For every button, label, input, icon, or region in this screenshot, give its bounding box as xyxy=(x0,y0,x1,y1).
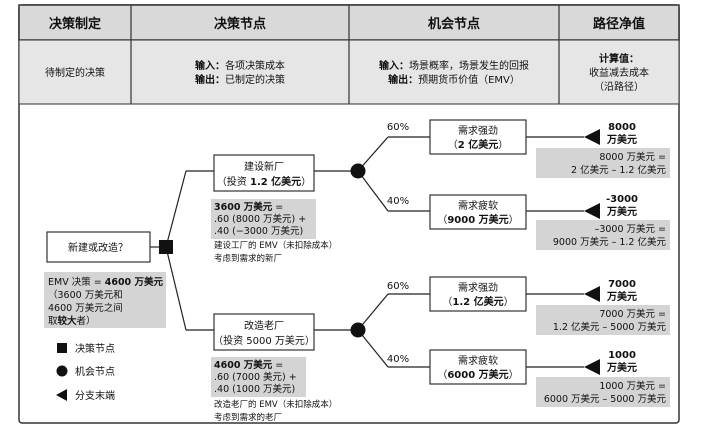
branch-new-plant-box xyxy=(213,154,315,192)
branch-end-triangle-icon xyxy=(584,129,600,145)
outcome-label: 需求强劲 xyxy=(458,282,498,294)
legend-triangle-icon xyxy=(56,389,67,401)
tree-connectors xyxy=(150,136,584,368)
net-calc-line2: 6000 万美元 – 5000 万美元 xyxy=(544,393,667,405)
branch-renovate-calc2: .40 (1000 万美元) xyxy=(214,383,295,395)
branch-renovate-emv: 4600 万美元 = xyxy=(214,359,283,371)
branch-renovate-note2: 考虑到需求的老厂 xyxy=(214,412,282,423)
header-decision-node: 决策节点 xyxy=(214,16,266,32)
branch-renovate-emv-box xyxy=(211,357,306,397)
net-value: 7000 xyxy=(608,279,636,290)
outcome-value: （1.2 亿美元） xyxy=(442,295,513,308)
root-emv-line1: EMV 决策 = 4600 万美元 xyxy=(48,276,163,288)
branch-new-plant-note1: 建设工厂的 EMV（未扣除成本） xyxy=(214,240,337,251)
net-calc-line1: 8000 万美元 = xyxy=(599,151,666,163)
legend-circle-icon xyxy=(56,365,68,377)
outcome-box xyxy=(429,276,527,312)
net-value: -3000 xyxy=(606,194,638,205)
net-calc-box xyxy=(536,148,670,178)
root-decision-label: 新建或改造？ xyxy=(68,241,128,254)
outcome-box xyxy=(429,119,527,155)
chance-node-circle-icon xyxy=(350,322,366,338)
outcome-box xyxy=(429,349,527,385)
outcome-label: 需求强劲 xyxy=(458,125,498,137)
net-calc-line1: 7000 万美元 = xyxy=(599,308,666,320)
chance-node-circle-icon xyxy=(350,163,366,179)
desc-decision-node-output: 输出：已制定的决策 xyxy=(195,73,285,86)
net-calc-line2: 1.2 亿美元 – 5000 万美元 xyxy=(553,321,667,333)
branch-renovate-investment: （投资 5000 万美元） xyxy=(213,334,315,347)
branch-end-triangle-icon xyxy=(584,286,600,302)
branch-renovate-box xyxy=(213,313,315,351)
net-calc-line1: 1000 万美元 = xyxy=(599,380,666,392)
net-calc-box xyxy=(536,305,670,335)
desc-chance-node-input: 输入：场景概率，场景发生的回报 xyxy=(379,59,529,72)
branch-renovate-label: 改造老厂 xyxy=(244,319,284,332)
legend-label: 决策节点 xyxy=(75,342,115,355)
branch-new-plant-calc2: .40 (−3000 万美元) xyxy=(214,225,303,237)
branch-new-plant-emv: 3600 万美元 = xyxy=(214,201,283,213)
branch-renovate-note1: 改造老厂的 EMV（未扣除成本） xyxy=(214,399,337,410)
branch-new-plant-investment: （投资 1.2 亿美元） xyxy=(217,175,311,188)
header-path-value: 路径净值 xyxy=(593,16,645,32)
root-emv-line3: 4600 万美元之间 xyxy=(48,302,123,314)
desc-path-value-line1: 收益减去成本 xyxy=(589,66,649,79)
net-calc-line2: 9000 万美元 – 1.2 亿美元 xyxy=(553,236,667,248)
decision-node-square-icon xyxy=(159,240,173,254)
legend-square-icon xyxy=(57,343,67,353)
prob-label: 60% xyxy=(387,122,409,133)
prob-label: 40% xyxy=(387,196,409,207)
outcome-value: （6000 万美元） xyxy=(437,368,518,381)
outcome-value: （9000 万美元） xyxy=(437,213,518,226)
legend: 决策节点 机会节点 分支末端 xyxy=(56,342,115,402)
net-value-unit: 万美元 xyxy=(606,361,637,374)
desc-decision-node-input: 输入：各项决策成本 xyxy=(195,59,285,72)
root-decision-box xyxy=(46,231,151,263)
desc-path-value-title: 计算值： xyxy=(599,52,639,65)
branch-new-plant-label: 建设新厂 xyxy=(244,160,284,173)
net-calc-line1: –3000 万美元 = xyxy=(595,223,666,235)
branch-renovate-calc1: .60 (7000 美元) + xyxy=(214,371,297,383)
root-emv-box xyxy=(44,272,166,328)
net-value-unit: 万美元 xyxy=(606,133,637,146)
outcome-label: 需求疲软 xyxy=(458,199,498,212)
legend-label: 机会节点 xyxy=(75,365,115,378)
desc-decision-making: 待制定的决策 xyxy=(45,66,105,79)
root-emv-line4: 取较大者） xyxy=(48,315,96,327)
desc-path-value-line2: （沿路径） xyxy=(594,80,644,93)
prob-label: 60% xyxy=(387,281,409,292)
net-calc-box xyxy=(536,377,670,407)
net-value-unit: 万美元 xyxy=(606,290,637,303)
net-value-unit: 万美元 xyxy=(606,205,637,218)
net-calc-line2: 2 亿美元 – 1.2 亿美元 xyxy=(571,164,666,176)
net-value: 1000 xyxy=(608,350,636,361)
prob-label: 40% xyxy=(387,354,409,365)
outcome-label: 需求疲软 xyxy=(458,354,498,367)
header-chance-node: 机会节点 xyxy=(428,16,480,32)
branch-end-triangle-icon xyxy=(584,203,600,219)
outcome-value: （2 亿美元） xyxy=(448,138,508,151)
desc-chance-node-output: 输出：预期货币价值（EMV） xyxy=(388,73,520,86)
root-emv-line2: （3600 万美元和 xyxy=(48,289,123,301)
outcome-box xyxy=(429,194,527,230)
branch-new-plant-calc1: .60 (8000 万美元) + xyxy=(214,213,306,225)
legend-label: 分支末端 xyxy=(75,389,115,402)
header-decision-making: 决策制定 xyxy=(49,16,101,32)
branch-end-triangle-icon xyxy=(584,359,600,375)
branch-new-plant-emv-box xyxy=(211,199,316,239)
branch-new-plant-note2: 考虑到需求的新厂 xyxy=(214,253,282,264)
net-calc-box xyxy=(536,220,670,250)
net-value: 8000 xyxy=(608,122,636,133)
